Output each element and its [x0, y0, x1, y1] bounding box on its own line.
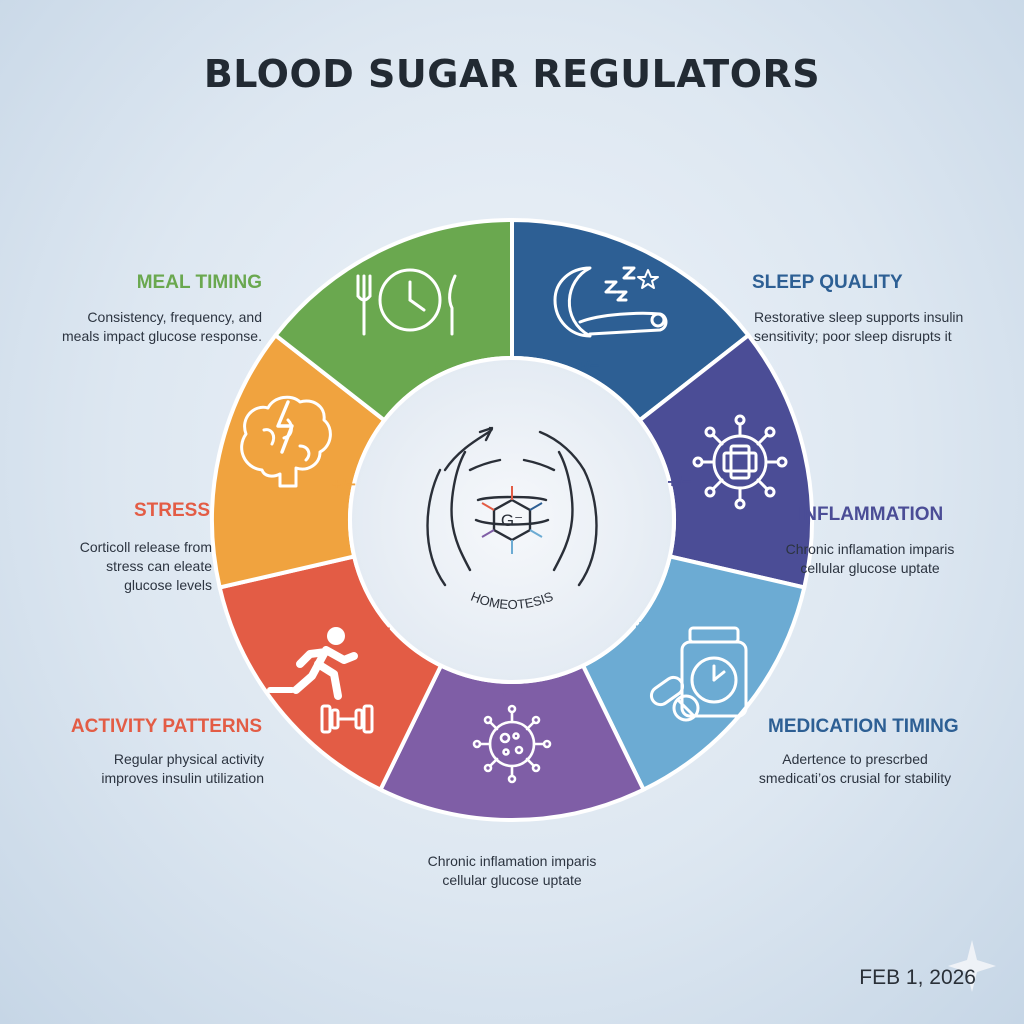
sparkle-icon	[948, 940, 996, 992]
body-torso-icon	[426, 426, 598, 587]
medication-timing-title: MEDICATION TIMING	[768, 716, 959, 737]
date-stamp: FEB 1, 2026	[859, 966, 976, 989]
runner-dumbbell-icon	[267, 627, 374, 734]
inflammation-title: INFLAMMATION	[798, 504, 944, 525]
modifier-symbol: +/−	[500, 683, 525, 702]
brain-lightning-icon	[240, 395, 332, 488]
meal-timing-title: MEAL TIMING	[136, 272, 262, 293]
sleep-quality-title: SLEEP QUALITY	[752, 272, 903, 293]
activity-patterns-description: Regular physical activity improves insul…	[101, 751, 264, 786]
modifier-symbol: +/−	[366, 619, 391, 638]
moon-sleep-icon	[553, 266, 668, 338]
virus-icon	[472, 704, 552, 784]
glucose-hexagon-icon	[481, 486, 543, 554]
medication-timing-description: Adertence to prescrbed smedicati’os crus…	[758, 751, 952, 786]
glucose-symbol: G⁻	[501, 511, 523, 530]
page-title: BLOOD SUGAR REGULATORS	[203, 52, 821, 96]
center-disc	[348, 356, 676, 684]
fork-clock-knife-icon	[356, 268, 457, 336]
homeostasis-label: HOMEOTESIS	[469, 589, 556, 612]
pill-bottle-clock-icon	[649, 626, 748, 722]
inflammation-description: Chronic inflamation imparis cellular glu…	[785, 541, 955, 576]
modifier-symbol: +/−	[575, 356, 600, 375]
activity-patterns-title: ACTIVITY PATTERNS	[70, 716, 262, 737]
stress-description: Corticoll release from stress can eleate…	[79, 539, 212, 593]
stress-title: STRESS	[133, 500, 210, 521]
virus-cross-icon	[692, 414, 788, 510]
sleep-quality-description: Restorative sleep supports insulin sensi…	[754, 309, 964, 344]
inflammation-lower-description: Chronic inflamation imparis cellular glu…	[427, 853, 597, 888]
modifier-symbol: +/−	[424, 356, 449, 375]
modifier-symbol: +/−	[331, 475, 356, 494]
meal-timing-description: Consistency, frequency, and meals impact…	[62, 309, 262, 344]
modifier-symbol: +/−	[667, 472, 692, 491]
modifier-symbol: +/−	[635, 617, 660, 636]
